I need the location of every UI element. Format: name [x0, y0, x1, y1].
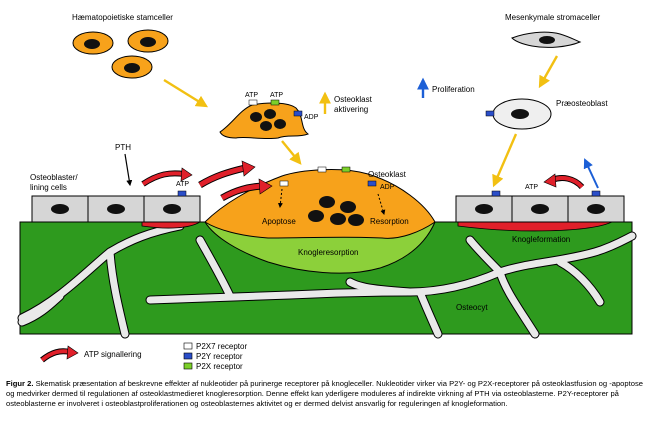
osteocyt-label: Osteocyt	[456, 303, 488, 312]
hematopoietic-stem-cells	[72, 29, 169, 79]
preosteoblast-cell	[485, 98, 552, 130]
lining-cells-left	[31, 190, 201, 223]
atp-label-right: ATP	[270, 92, 283, 99]
apoptose-arrow	[277, 188, 283, 208]
osteoclast-activation-label-1: Osteoklast	[334, 95, 373, 104]
apoptose-label: Apoptose	[262, 217, 296, 226]
legend-p2x7-swatch	[183, 342, 193, 350]
osteoblasts-label-1: Osteoblaster/	[30, 173, 78, 182]
fusion-arrow	[281, 140, 302, 165]
legend-atp-signalling-label: ATP signallering	[84, 350, 142, 359]
red-layer-right	[457, 221, 613, 232]
osteoclast-precursor	[219, 99, 310, 140]
resorption-label: Resorption	[370, 217, 409, 226]
preosteoblast-to-osteoblast-arrow	[492, 133, 518, 188]
adp-label-top: ADP	[304, 114, 319, 121]
preosteoblast-label: Præosteoblast	[556, 99, 608, 108]
hsc-label: Hæmatopoietiske stamceller	[72, 13, 173, 22]
mesenchymal-stromal-cell	[511, 31, 582, 48]
legend-atp-signalling-icon	[40, 345, 79, 363]
msc-label: Mesenkymale stromaceller	[505, 13, 600, 22]
caption-text: Skematisk præsentation af beskrevne effe…	[6, 379, 643, 408]
legend-p2x7-label: P2X7 receptor	[196, 342, 247, 351]
proliferation-label: Proliferation	[432, 85, 475, 94]
atp-signalling-arrows	[141, 160, 585, 202]
legend-p2x-label: P2X receptor	[196, 362, 243, 371]
knogleformation-label: Knogleformation	[512, 235, 570, 244]
osteoclast-activation-label-2: aktivering	[334, 105, 368, 114]
osteoclast-label: Osteoklast	[368, 170, 407, 179]
osteoblasts-right	[455, 190, 625, 223]
osteocyte-network	[17, 221, 637, 339]
knogleresorption-label: Knogleresorption	[298, 248, 358, 257]
legend: ATP signallering P2X7 receptor P2Y recep…	[40, 342, 247, 371]
atp-osteoblast-label: ATP	[176, 181, 189, 188]
atp-label-left: ATP	[245, 92, 258, 99]
osteoblasts-label-2: lining cells	[30, 183, 67, 192]
pth-arrow	[124, 153, 133, 187]
legend-p2y-swatch	[183, 352, 193, 360]
atp-right-cells-label: ATP	[525, 184, 538, 191]
bone-cell-diagram: Hæmatopoietiske stamceller Mesenkymale s…	[17, 13, 637, 371]
resorption-arrow	[377, 193, 386, 215]
osteoblast-proliferation-arrow	[583, 158, 599, 189]
figure-caption: Figur 2. Skematisk præsentation af beskr…	[6, 379, 646, 435]
caption-figure-label: Figur 2.	[6, 379, 34, 388]
hsc-to-osteoclast-arrow	[163, 78, 209, 108]
adp-osteoclast-label: ADP	[380, 184, 395, 191]
legend-p2y-label: P2Y receptor	[196, 352, 243, 361]
msc-to-preosteoblast-arrow	[538, 55, 559, 89]
pth-label: PTH	[115, 143, 131, 152]
legend-p2x-swatch	[183, 362, 193, 370]
